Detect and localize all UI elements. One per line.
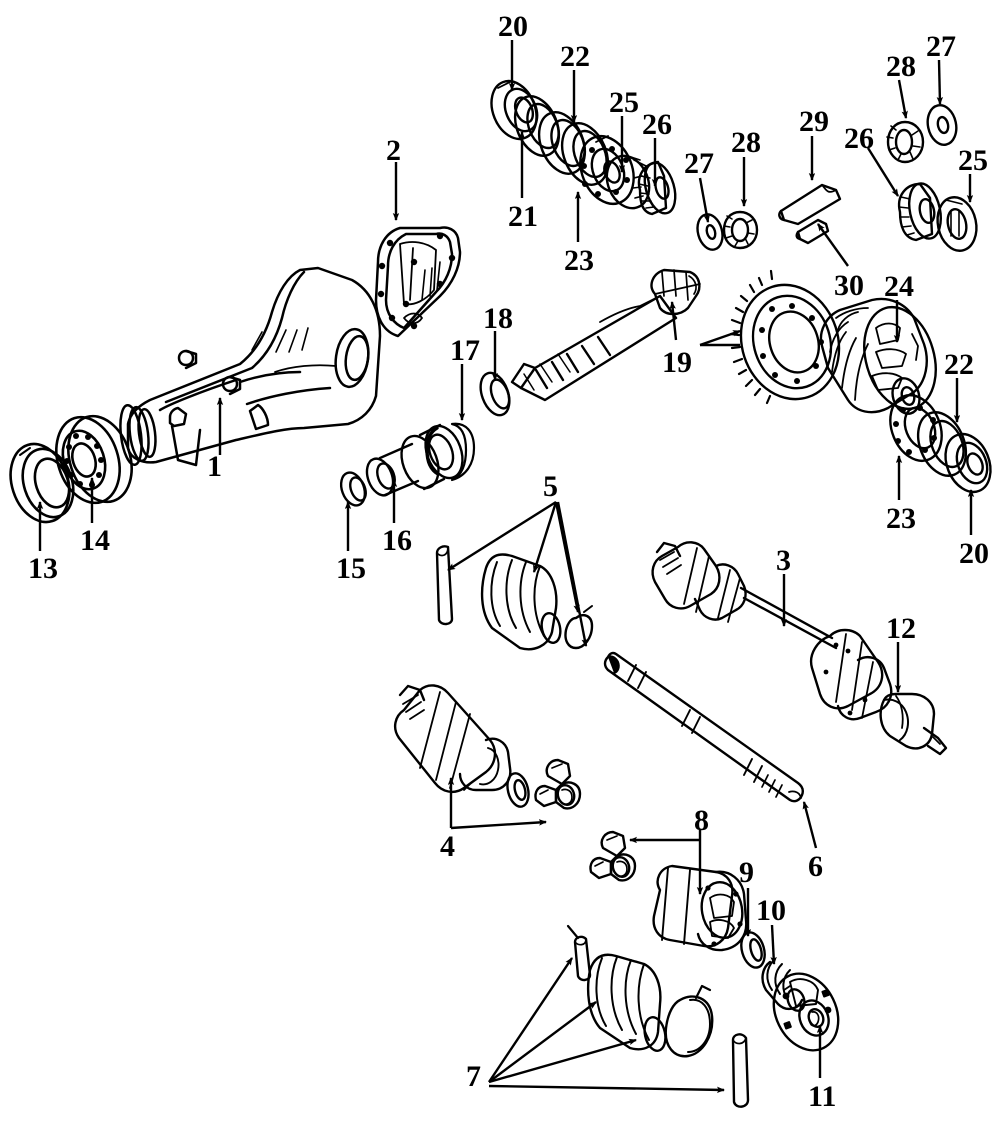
part-24-differential-case [819, 297, 937, 415]
leader-5-fan [447, 500, 588, 647]
part-9-snap-ring [740, 931, 766, 969]
callout-16[interactable]: 16 [382, 524, 412, 557]
callout-30[interactable]: 30 [834, 269, 864, 302]
part-5-boot-clamp-ring [564, 605, 594, 650]
part-22-side-bearing-left [537, 111, 610, 186]
part-17-pinion-bearing [400, 422, 476, 491]
part-26-pinion-mate-gear-left [632, 160, 677, 216]
part-6-half-shaft [603, 651, 804, 803]
part-27-thrust-washer-side-gear [696, 213, 724, 251]
callout-29[interactable]: 29 [799, 105, 829, 138]
callout-26[interactable]: 26 [642, 108, 672, 141]
part-2-rear-cover [374, 226, 462, 338]
callout-25-right[interactable]: 25 [958, 144, 988, 177]
part-7-clamp-strap [731, 1033, 750, 1108]
part-8-joint-housing [652, 864, 748, 952]
callout-17[interactable]: 17 [450, 334, 480, 367]
part-7-clamp-small [566, 924, 592, 982]
callout-1[interactable]: 1 [207, 450, 222, 483]
part-14-wheel-bearing [55, 414, 133, 505]
callout-27-right[interactable]: 27 [926, 30, 956, 63]
callout-22-right[interactable]: 22 [944, 348, 974, 381]
leader-4-fan [447, 777, 547, 830]
part-4-snap-ring [506, 772, 530, 808]
leader-8-bracket [629, 830, 704, 895]
callout-28-right[interactable]: 28 [886, 50, 916, 83]
leader-19 [669, 301, 741, 347]
callout-6[interactable]: 6 [808, 850, 823, 883]
callout-13[interactable]: 13 [28, 552, 58, 585]
part-23-bearing-adjuster-left [579, 135, 635, 205]
leader-10 [770, 924, 777, 965]
callout-25[interactable]: 25 [609, 86, 639, 119]
callout-10[interactable]: 10 [756, 894, 786, 927]
part-15-pinion-oil-seal [339, 471, 367, 507]
callout-22[interactable]: 22 [560, 40, 590, 73]
callout-27[interactable]: 27 [684, 147, 714, 180]
part-28-thrust-washer-pinion-mate-right [886, 120, 925, 164]
part-5-boot-clamp-small [435, 545, 454, 626]
callout-20-right[interactable]: 20 [959, 537, 989, 570]
part-5-boot-bellows [480, 553, 562, 651]
leader-30 [817, 223, 849, 267]
callout-7[interactable]: 7 [466, 1060, 481, 1093]
part-3-axle-drive-shaft [651, 541, 893, 721]
callout-18[interactable]: 18 [483, 302, 513, 335]
callout-9[interactable]: 9 [739, 856, 754, 889]
part-7-boot-bellows [586, 953, 667, 1052]
part-27-thrust-washer-side-gear-right [926, 104, 958, 146]
callout-26-right[interactable]: 26 [844, 122, 874, 155]
part-12-outer-cv-joint [879, 692, 948, 756]
callout-11[interactable]: 11 [808, 1080, 837, 1113]
part-20-side-bearing-oil-seal-left [490, 79, 539, 141]
callout-15[interactable]: 15 [336, 552, 366, 585]
leader-7-fan [488, 957, 725, 1094]
callout-28[interactable]: 28 [731, 126, 761, 159]
leader-27 [698, 177, 710, 223]
leader-lines [36, 40, 975, 1094]
callout-24[interactable]: 24 [884, 270, 914, 303]
callout-20[interactable]: 20 [498, 10, 528, 43]
callout-21[interactable]: 21 [508, 200, 538, 233]
part-19-drive-pinion [510, 268, 701, 402]
callout-12[interactable]: 12 [886, 612, 916, 645]
part-8-spider-upper [589, 830, 637, 882]
part-1-carrier-housing [119, 266, 382, 467]
callout-23[interactable]: 23 [564, 244, 594, 277]
part-21-bearing-shim-left [513, 95, 561, 157]
callout-2[interactable]: 2 [386, 134, 401, 167]
callout-4[interactable]: 4 [440, 830, 455, 863]
callout-8[interactable]: 8 [694, 804, 709, 837]
part-20-side-bearing-oil-seal-right [944, 432, 992, 494]
part-25-side-gear-right [936, 196, 978, 252]
leader-28-right [897, 79, 908, 119]
part-30-lock-pin [795, 218, 830, 245]
part-16-bearing-spacer [365, 442, 420, 497]
part-22-side-bearing-right [916, 411, 968, 477]
callout-5[interactable]: 5 [543, 470, 558, 503]
part-4-spider [534, 758, 582, 810]
callout-23-right[interactable]: 23 [886, 502, 916, 535]
part-7-clamp-ring-large [664, 984, 714, 1058]
callout-14[interactable]: 14 [80, 524, 110, 557]
callout-19[interactable]: 19 [662, 346, 692, 379]
part-4-inner-tripod-joint [393, 684, 512, 794]
leader-6 [802, 801, 818, 849]
callout-3[interactable]: 3 [776, 544, 791, 577]
part-23-bearing-adjuster-right [889, 394, 943, 462]
part-28-thrust-washer-pinion-mate [722, 210, 759, 250]
leader-27-right [936, 59, 944, 105]
part-29-pinion-mate-shaft [778, 183, 842, 226]
leader-26-right [866, 147, 900, 197]
part-25-side-gear-left [605, 154, 651, 210]
part-ring-gear [729, 269, 841, 405]
